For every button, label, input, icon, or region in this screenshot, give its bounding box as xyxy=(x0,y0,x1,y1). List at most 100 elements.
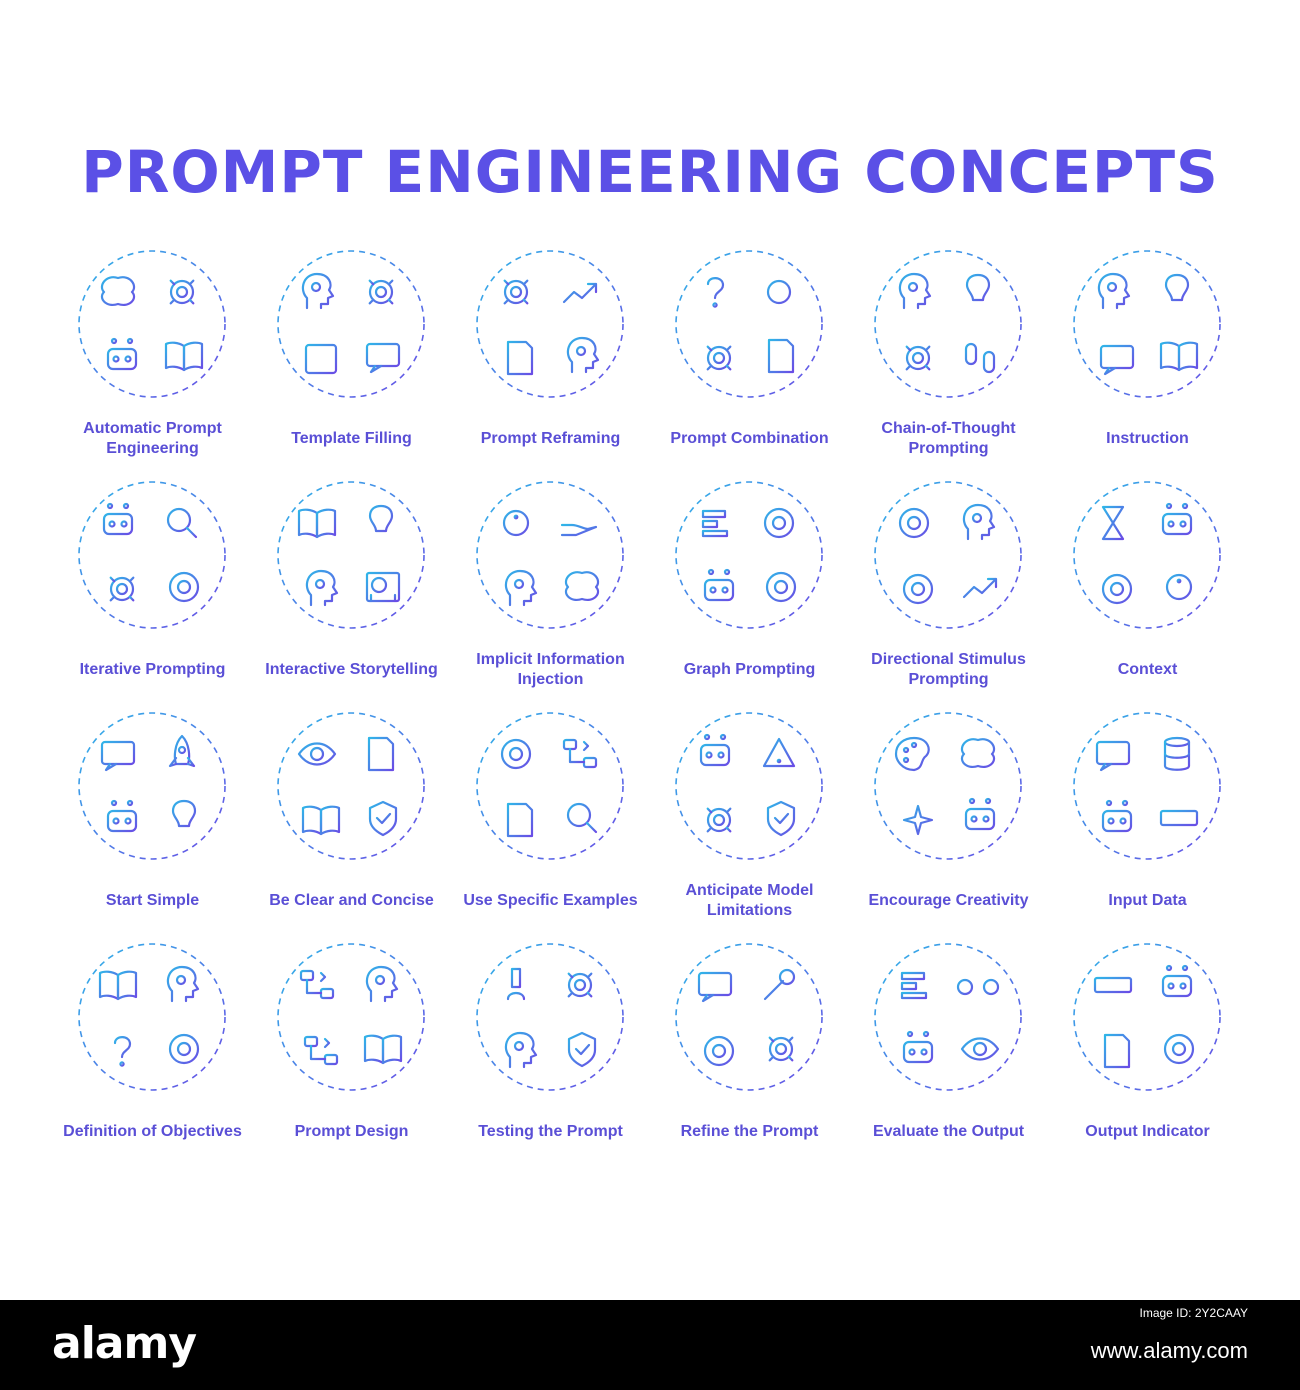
concept-card-instruction: Instruction xyxy=(1048,240,1247,471)
site-url[interactable]: www.alamy.com xyxy=(1090,1338,1248,1363)
concept-icon-group xyxy=(275,248,427,400)
magnifier-icon xyxy=(166,507,198,539)
cycle-icon xyxy=(164,567,204,607)
robot-icon xyxy=(1161,964,1193,998)
gear-icon xyxy=(498,274,534,310)
concept-icon-group xyxy=(1071,248,1223,400)
dashed-circle-border xyxy=(675,712,823,860)
magnifier-icon xyxy=(566,802,598,834)
concept-icon-group xyxy=(76,248,228,400)
notebook-icon xyxy=(98,970,138,1001)
robot-icon xyxy=(106,799,138,833)
theater-icon xyxy=(365,571,401,603)
compass-icon xyxy=(898,569,938,609)
dashed-circle-border xyxy=(78,250,226,398)
concept-label: Use Specific Examples xyxy=(463,892,638,909)
concept-card-automatic-prompt-engineering: Automatic Prompt Engineering xyxy=(53,240,252,471)
concept-card-implicit-information-injection: Implicit Information Injection xyxy=(451,471,650,702)
shield-icon xyxy=(766,800,796,837)
document-icon xyxy=(506,340,534,376)
concept-icon-svg xyxy=(476,712,624,860)
brand-logo[interactable]: alamy xyxy=(52,1318,197,1369)
robot-icon xyxy=(902,1030,934,1064)
concept-card-anticipate-model-limitations: Anticipate Model Limitations xyxy=(650,702,849,933)
database-icon xyxy=(1163,736,1191,771)
concept-icon-svg xyxy=(78,250,226,398)
concept-icon-svg xyxy=(78,943,226,1091)
concept-label: Encourage Creativity xyxy=(868,892,1029,909)
concept-card-encourage-creativity: Encourage Creativity xyxy=(849,702,1048,933)
chat-icon xyxy=(1099,344,1135,376)
gantt-chart-icon xyxy=(697,505,733,541)
concept-card-refine-the-prompt: Refine the Prompt xyxy=(650,933,849,1164)
concept-label: Chain-of-Thought Prompting xyxy=(881,420,1016,457)
concept-icon-svg xyxy=(675,943,823,1091)
ai-head-icon xyxy=(1097,272,1131,310)
book-icon xyxy=(363,1034,403,1065)
eye-icon xyxy=(297,742,337,766)
concept-icon-group xyxy=(872,941,1024,1093)
concept-icon-svg xyxy=(874,250,1022,398)
badge-icon xyxy=(567,1031,597,1068)
calendar-icon xyxy=(304,339,338,375)
concept-label: Testing the Prompt xyxy=(478,1123,623,1140)
concept-icon-svg xyxy=(1073,250,1221,398)
footsteps-icon xyxy=(964,342,996,374)
lightbulb-icon xyxy=(1164,273,1190,307)
concept-label: Evaluate the Output xyxy=(872,1123,1025,1140)
keyboard-icon xyxy=(1159,809,1199,827)
gear-icon xyxy=(363,274,399,310)
concept-label: Context xyxy=(1117,661,1178,678)
dashed-circle-border xyxy=(874,250,1022,398)
concept-icon-svg xyxy=(277,250,425,398)
concept-label: Implicit Information Injection xyxy=(476,651,625,688)
concept-label: Template Filling xyxy=(291,430,412,447)
ai-head-icon xyxy=(166,965,200,1003)
dashed-circle-border xyxy=(874,943,1022,1091)
arrows-icon xyxy=(562,282,598,304)
hand-icon xyxy=(560,523,598,537)
dashed-circle-border xyxy=(78,712,226,860)
concept-icon-group xyxy=(673,479,825,631)
concept-icon-group xyxy=(872,710,1024,862)
concept-card-output-indicator: Output Indicator xyxy=(1048,933,1247,1164)
concept-icon-svg xyxy=(1073,481,1221,629)
concept-icon-svg xyxy=(874,712,1022,860)
flowchart-icon xyxy=(299,969,335,1000)
page-title: PROMPT ENGINEERING CONCEPTS xyxy=(81,138,1219,206)
concept-label: Start Simple xyxy=(105,892,200,909)
brain-icon xyxy=(100,276,136,306)
robot-icon xyxy=(102,502,134,536)
dashed-circle-border xyxy=(78,481,226,629)
dashed-circle-border xyxy=(277,250,425,398)
concept-card-prompt-design: Prompt Design xyxy=(252,933,451,1164)
ai-head-icon xyxy=(898,272,932,310)
dashed-circle-border xyxy=(675,481,823,629)
concept-icon-svg xyxy=(277,481,425,629)
concept-icon-group xyxy=(76,941,228,1093)
concept-icon-group xyxy=(275,479,427,631)
dashed-circle-border xyxy=(476,250,624,398)
concept-icon-group xyxy=(1071,941,1223,1093)
warning-icon xyxy=(762,737,796,768)
concept-icon-group xyxy=(673,941,825,1093)
brain-icon xyxy=(960,738,996,768)
ai-head-icon xyxy=(566,336,600,374)
concept-label: Directional Stimulus Prompting xyxy=(871,651,1026,688)
monitor-icon xyxy=(1095,740,1131,772)
network-icon xyxy=(759,503,799,543)
ruler-icon xyxy=(1093,976,1133,994)
dashed-circle-border xyxy=(1073,250,1221,398)
concept-card-directional-stimulus-prompting: Directional Stimulus Prompting xyxy=(849,471,1048,702)
concept-card-input-data: Input Data xyxy=(1048,702,1247,933)
gear-icon xyxy=(701,802,737,838)
dashed-circle-border xyxy=(1073,481,1221,629)
concept-label: Refine the Prompt xyxy=(680,1123,819,1140)
code-icon xyxy=(303,1035,339,1066)
dashed-circle-border xyxy=(675,250,823,398)
concept-card-interactive-storytelling: Interactive Storytelling xyxy=(252,471,451,702)
dashed-circle-border xyxy=(476,943,624,1091)
concept-icon-svg xyxy=(874,481,1022,629)
concept-card-chain-of-thought-prompting: Chain-of-Thought Prompting xyxy=(849,240,1048,471)
concept-icon-svg xyxy=(675,250,823,398)
